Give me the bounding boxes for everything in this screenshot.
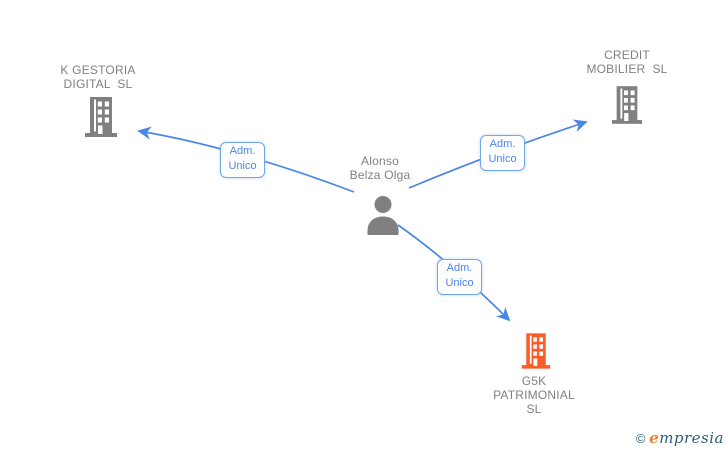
edge-label-adm-unico: Adm. Unico [480,135,525,171]
building-icon[interactable] [611,85,643,125]
brand-logo: empresia [649,429,724,447]
person-icon[interactable] [364,195,402,235]
brand-initial-letter: e [649,429,660,447]
empresia-watermark[interactable]: © empresia [636,429,724,447]
company-name-k-gestoria[interactable]: K GESTORIA DIGITAL SL [60,63,136,91]
company-name-credit-mobilier[interactable]: CREDIT MOBILIER SL [586,48,668,76]
building-icon-highlighted[interactable] [521,332,551,370]
company-name-g5k-patrimonial[interactable]: G5K PATRIMONIAL SL [493,374,575,416]
edge-label-adm-unico: Adm. Unico [220,142,265,178]
edge-label-adm-unico: Adm. Unico [437,259,482,295]
building-icon[interactable] [84,97,118,137]
copyright-icon: © [635,431,646,446]
person-name[interactable]: Alonso Belza Olga [349,154,411,182]
brand-rest: mpresia [659,429,724,447]
